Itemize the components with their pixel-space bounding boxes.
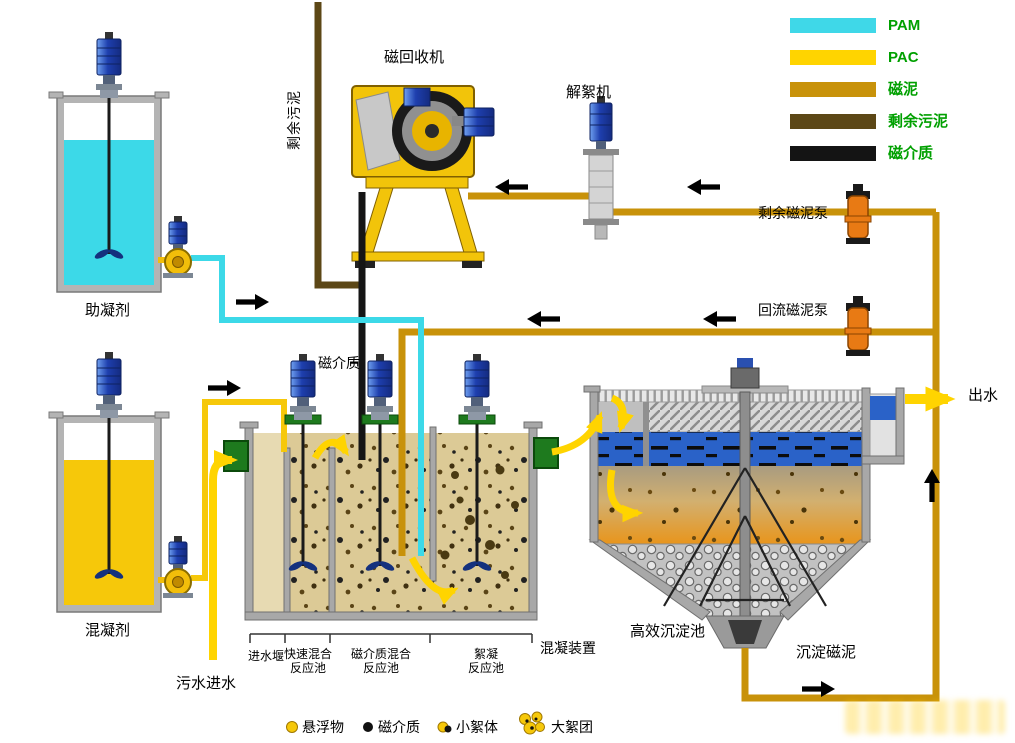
legend-swatch-magnetic-media: [790, 146, 876, 161]
legend-swatch-pam: [790, 18, 876, 33]
pam-dosing-pump: [162, 215, 194, 279]
return-magnetic-sludge-pump: [844, 295, 872, 357]
drum-motor: [463, 107, 495, 137]
pam-dosing-pipe: [191, 255, 424, 556]
legend-swatch-magnetic-sludge: [790, 82, 876, 97]
sludge-return-loop-pipe: [741, 212, 940, 702]
coagulant-tank: [48, 351, 170, 613]
divider-wall-1: [328, 447, 336, 613]
sedimentation-tank: [583, 358, 905, 649]
magnetic-media-icon: [363, 722, 373, 732]
lamella-plates: [647, 401, 863, 433]
scraper-shaft: [739, 391, 751, 617]
suspended-solids-icon: [286, 721, 298, 733]
weir-wall: [283, 447, 291, 613]
flow-arrows: [311, 394, 644, 605]
excess-magnetic-sludge-pump: [844, 183, 872, 245]
scraper-arms: [663, 467, 827, 607]
magnetic-recovery-machine: [351, 85, 495, 268]
mixing-tank-agitators: [284, 353, 496, 573]
small-floc-icon: [437, 721, 452, 733]
legend-swatch-excess-sludge: [790, 114, 876, 129]
agitator-motor: [95, 31, 123, 99]
inlet-flange: [223, 440, 249, 472]
return-sludge-pipe: [398, 328, 936, 556]
divider-wall-2: [429, 426, 437, 582]
large-floc-particles: [440, 465, 519, 579]
watermark: [845, 700, 1005, 734]
pac-dosing-pipe: [191, 399, 287, 581]
agitator-motor: [95, 351, 123, 419]
sewage-inlet-arrow: [209, 450, 238, 660]
coagulation-unit-tank: [223, 421, 559, 643]
coagulant-aid-tank: [48, 31, 170, 293]
excess-sludge-pipe: [314, 2, 362, 289]
floc-mix-motor: [463, 353, 491, 421]
particle-legend-icons: [286, 711, 545, 735]
large-floc-icon: [519, 711, 545, 735]
legend-swatch-pac: [790, 50, 876, 65]
deflocculator: [583, 96, 619, 240]
magnetic-sludge-pipes: [398, 192, 940, 702]
pac-dosing-pump: [162, 535, 194, 599]
section-bracket: [249, 633, 533, 643]
rapid-mix-motor: [289, 353, 317, 421]
media-mix-motor: [366, 353, 394, 421]
legend-swatches: [790, 18, 876, 161]
scraper-motor: [737, 358, 753, 370]
